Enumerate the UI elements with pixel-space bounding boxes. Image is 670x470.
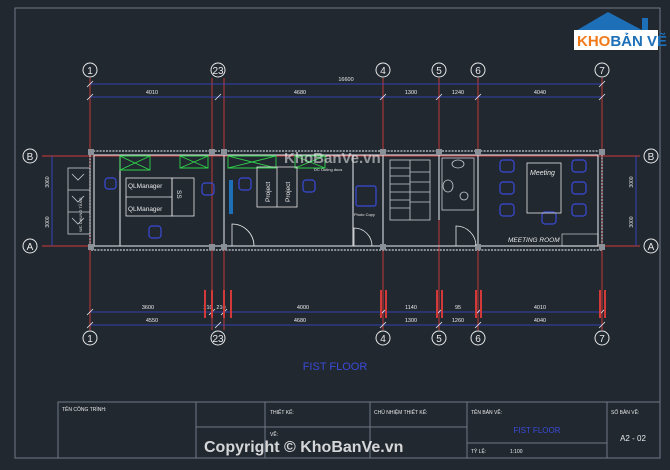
tb-thiet-ke: THIẾT KẾ: — [270, 409, 294, 416]
sheet-frame — [14, 7, 661, 459]
watermark-center: KhoBanVe.vn — [284, 150, 381, 167]
left-wc-block — [67, 167, 91, 235]
grid-label-23-bottom: 23 — [212, 334, 224, 345]
dim-top-4: 1240 — [452, 90, 464, 96]
doors — [231, 223, 477, 247]
manager-desk-label: SS — [175, 190, 182, 199]
dim-bottom-lower-1: 4550 — [146, 318, 158, 324]
grid-label-4-bottom: 4 — [380, 334, 386, 345]
grid-label-b-right: B — [648, 152, 655, 163]
top-grid-bubbles — [82, 62, 610, 78]
dim-bottom-upper-4: 4000 — [297, 305, 309, 311]
dim-bottom-lower-4: 1260 — [452, 318, 464, 324]
logo-plate — [574, 30, 658, 50]
tb-ve: VẼ: — [270, 431, 278, 438]
dim-top-5: 4040 — [534, 90, 546, 96]
dim-bottom-upper-5: 1140 — [405, 305, 417, 311]
grid-label-a-right: A — [648, 242, 655, 253]
grid-label-7-top: 7 — [599, 66, 605, 77]
tb-ten-ban-ve: FIST FLOOR — [514, 426, 561, 435]
dim-bottom-upper-7: 4010 — [534, 305, 546, 311]
tb-ty-le-label: TỶ LỆ: — [471, 447, 486, 455]
dim-bottom-lower-2: 4680 — [294, 318, 306, 324]
office-chairs — [104, 159, 587, 239]
dim-top-1: 4010 — [146, 90, 158, 96]
grid-label-1-top: 1 — [87, 66, 93, 77]
left-room-label: WC CHUNG TẦNG — [78, 197, 83, 232]
dim-right-1: 3000 — [629, 176, 635, 187]
side-grid-bubbles — [22, 148, 659, 254]
meeting-table — [526, 162, 562, 214]
khobanve-logo: KHOBẢN VẼ — [574, 12, 667, 50]
manager-2-label: QLManager — [128, 206, 163, 213]
grid-label-b-left: B — [27, 152, 34, 163]
dim-bottom-lower-5: 4040 — [534, 318, 546, 324]
dim-left-2: 3000 — [45, 216, 51, 227]
dim-bottom-upper-2: 210 — [203, 305, 212, 311]
grid-label-6-top: 6 — [475, 66, 481, 77]
tb-so-ban-ve: A2 - 02 — [620, 434, 646, 443]
blue-wall-panel — [229, 180, 233, 214]
bottom-grid-bubbles — [82, 330, 610, 346]
dim-top-total: 16600 — [338, 77, 353, 83]
tb-chu-nhiem: CHỦ NHIỆM THIẾT KẾ: — [374, 408, 427, 416]
logo-text: KHOBẢN VẼ — [577, 32, 667, 50]
green-cabinets — [119, 155, 326, 171]
dim-bottom-upper-3: 210 — [216, 305, 225, 311]
outing-label: DC Outing ducs — [314, 167, 342, 172]
photocopy-label: Photo Copy — [354, 212, 375, 217]
grid-label-23-top: 23 — [212, 66, 224, 77]
grid-label-a-left: A — [27, 242, 34, 253]
title-block-frame — [57, 401, 661, 459]
dim-right-2: 3000 — [629, 216, 635, 227]
dimension-lines — [51, 83, 637, 326]
grid-label-1-bottom: 1 — [87, 334, 93, 345]
floor-title: FIST FLOOR — [303, 361, 368, 373]
tb-ten-ban-ve-label: TÊN BẢN VẼ: — [471, 408, 502, 416]
tb-ty-le: 1:100 — [510, 449, 523, 455]
grid-label-5-top: 5 — [436, 66, 442, 77]
meeting-room-label: MEETING ROOM — [508, 237, 560, 244]
grid-label-7-bottom: 7 — [599, 334, 605, 345]
column-markers — [204, 290, 606, 318]
toilet-core — [441, 157, 475, 211]
watermark-copyright: Copyright © KhoBanVe.vn — [204, 439, 403, 456]
grid-label-6-bottom: 6 — [475, 334, 481, 345]
dim-top-2: 4680 — [294, 90, 306, 96]
grid-label-4-top: 4 — [380, 66, 386, 77]
manager-1-label: QLManager — [128, 183, 163, 190]
dim-top-3: 1300 — [405, 90, 417, 96]
tb-ten-cong-trinh: TÊN CÔNG TRÌNH: — [62, 405, 106, 413]
manager-desks — [125, 166, 298, 217]
tb-so-ban-ve-label: SỐ BẢN VẼ: — [611, 409, 639, 416]
dim-bottom-upper-1: 3600 — [142, 305, 154, 311]
grid-label-5-bottom: 5 — [436, 334, 442, 345]
project-2-label: Project — [285, 182, 292, 202]
stair-core — [389, 159, 431, 221]
dim-bottom-lower-3: 1300 — [405, 318, 417, 324]
meeting-board — [561, 233, 599, 247]
dim-bottom-upper-6: 95 — [455, 305, 461, 311]
columns — [88, 149, 605, 250]
grid-lines — [42, 78, 640, 330]
dim-left-1: 3060 — [45, 176, 51, 187]
project-1-label: Project — [265, 182, 272, 202]
meeting-label: Meeting — [530, 170, 555, 177]
